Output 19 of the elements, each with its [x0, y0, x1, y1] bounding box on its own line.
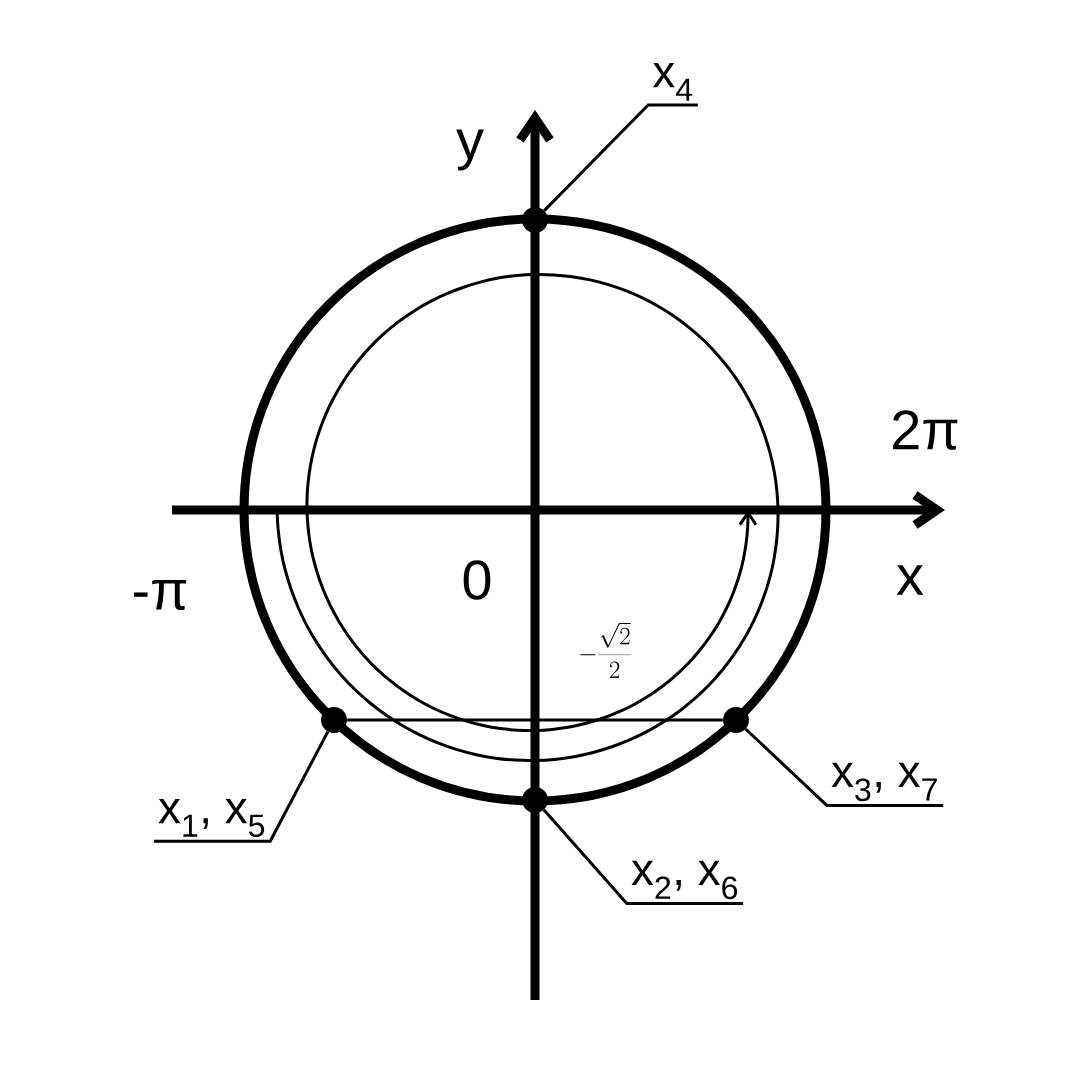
- tick-label: 2π: [893, 410, 958, 450]
- callout-text: x$_{3}$, x$_{7}$: [831, 762, 937, 802]
- callout-text: x$_{1}$, x$_{5}$: [158, 798, 265, 837]
- point-dot: [321, 707, 347, 733]
- chord-line: [347, 718, 723, 722]
- point-dot: [522, 207, 548, 233]
- axis-label: y: [456, 129, 484, 171]
- point-dot: [522, 787, 548, 813]
- leader-line: [744, 727, 944, 807]
- leader-line: [543, 103, 698, 212]
- callout-text: x$_{2}$, x$_{6}$: [631, 860, 738, 900]
- point-dot: [723, 707, 749, 733]
- leader-line: [153, 730, 330, 843]
- axis-label: x: [896, 565, 924, 595]
- leader-line: [542, 808, 744, 905]
- origin-label: 0: [463, 560, 491, 600]
- tick-label: -π: [133, 579, 187, 610]
- callout-text: x$_{4}$: [652, 63, 693, 101]
- value-label: $-\frac{\sqrt{2}}{2}$: [580, 623, 631, 678]
